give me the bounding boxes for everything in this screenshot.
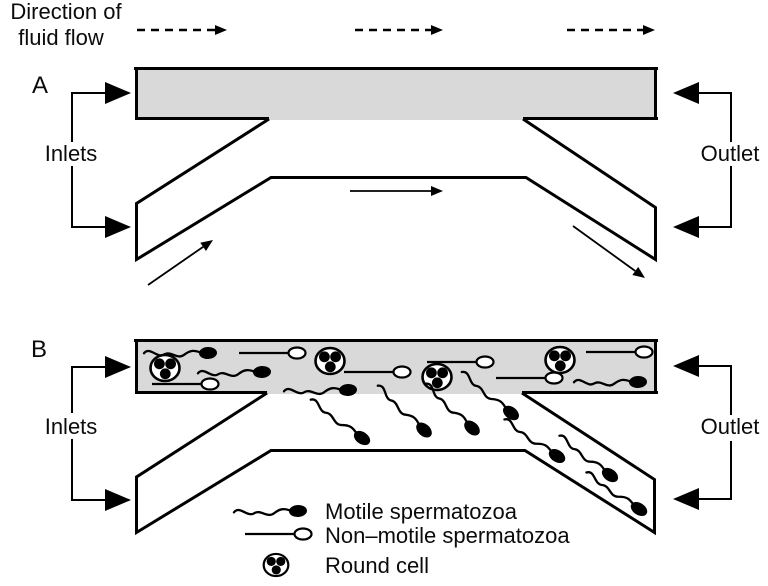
legend-item-label-nonmotile: Non–motile spermatozoa — [325, 523, 570, 548]
panel-b-channel-cells — [142, 345, 654, 397]
arrow-shaft — [572, 225, 636, 272]
motile-sperm-glyph — [572, 375, 647, 389]
non-motile-sperm-glyph — [586, 345, 654, 359]
non-motile-sperm-glyph — [152, 377, 220, 391]
motile-sperm-glyph — [309, 398, 371, 446]
arrowhead — [632, 266, 645, 278]
non-motile-sperm-glyph — [344, 365, 412, 379]
legend-glyphs — [232, 504, 313, 578]
motile-sperm-glyph — [232, 504, 307, 518]
arrowhead — [200, 240, 213, 251]
motile-sperm-glyph — [376, 384, 432, 438]
figure-title-line1: Direction of — [10, 0, 122, 24]
panel-b-descending-cells — [309, 370, 648, 517]
legend-item-label-roundcell: Round cell — [325, 553, 429, 578]
arrowhead — [673, 216, 699, 238]
arrowhead — [673, 355, 699, 377]
panel-b-label: B — [31, 336, 47, 363]
motile-sperm-glyph — [503, 418, 566, 464]
panel-a-outlet-label: Outlet — [701, 141, 760, 166]
arrowhead — [431, 186, 443, 196]
motile-sperm-glyph — [424, 382, 480, 436]
panel-b-outlet-label: Outlet — [701, 414, 760, 439]
non-motile-sperm-glyph — [239, 346, 307, 360]
motile-sperm-glyph — [196, 365, 271, 379]
panel-a-lower-channel — [135, 117, 657, 263]
arrowhead — [673, 488, 699, 510]
panel-a-main-channel-border — [134, 67, 658, 120]
arrowhead — [431, 25, 443, 35]
panel-b: B Inlets Outlet — [31, 336, 760, 536]
arrowhead — [105, 356, 131, 378]
figure-title-line2: fluid flow — [18, 25, 104, 50]
non-motile-sperm-glyph — [427, 355, 495, 369]
panel-b-lower-channel — [135, 391, 656, 536]
motile-sperm-glyph — [585, 471, 648, 517]
motile-sperm-glyph — [558, 434, 619, 483]
panel-b-bracket-arrows — [72, 355, 732, 511]
panel-a-label: A — [32, 72, 48, 99]
round-cell-glyph — [544, 345, 576, 375]
panel-b-main-channel-border — [134, 339, 658, 394]
panel-a-inlets-label: Inlets — [45, 141, 98, 166]
non-motile-sperm-glyph — [245, 527, 313, 541]
motile-sperm-glyph — [142, 346, 217, 360]
legend: Motile spermatozoa Non–motile spermatozo… — [232, 499, 570, 578]
panel-a: A Inlets Outlet — [32, 67, 760, 286]
motile-sperm-glyph — [460, 370, 519, 421]
arrowhead — [643, 25, 655, 35]
flow-direction-arrows — [137, 25, 655, 35]
round-cell-glyph — [314, 346, 346, 376]
arrowhead — [215, 25, 227, 35]
panel-a-main-channel — [135, 67, 657, 120]
motile-sperm-glyph — [282, 383, 357, 397]
legend-item-label-motile: Motile spermatozoa — [325, 499, 518, 524]
arrowhead — [105, 489, 131, 511]
panel-b-inlets-label: Inlets — [45, 414, 98, 439]
arrowhead — [105, 216, 131, 238]
panel-a-bracket-arrows — [72, 82, 732, 238]
arrow-shaft — [147, 246, 204, 286]
round-cell-glyph — [149, 353, 181, 383]
arrowhead — [673, 82, 699, 104]
round-cell-glyph — [421, 362, 453, 392]
arrowhead — [105, 82, 131, 104]
panel-a-flow-arrows — [147, 186, 645, 286]
round-cell-glyph — [262, 552, 290, 578]
